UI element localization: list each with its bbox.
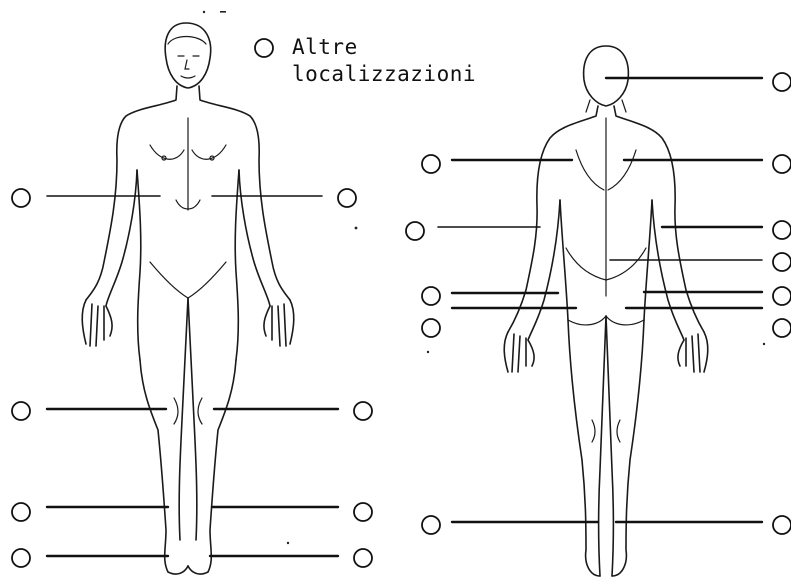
option-front-shin-right[interactable] — [12, 503, 30, 521]
option-back-shoulder-right[interactable] — [773, 155, 791, 173]
option-front-knee-right[interactable] — [12, 402, 30, 420]
option-back-buttock-left[interactable] — [422, 319, 440, 337]
option-back-lumbar[interactable] — [773, 253, 791, 271]
option-back-hip-left[interactable] — [422, 287, 440, 305]
leader-lines — [47, 78, 762, 556]
option-front-chest-right[interactable] — [12, 189, 30, 207]
location-options — [12, 39, 791, 567]
option-front-chest-left[interactable] — [338, 189, 356, 207]
option-other-locations[interactable] — [255, 39, 273, 57]
option-back-elbow-left[interactable] — [406, 222, 424, 240]
option-front-ankle-left[interactable] — [354, 549, 372, 567]
option-front-ankle-right[interactable] — [12, 549, 30, 567]
front-body-figure — [82, 23, 294, 574]
option-back-buttock-right[interactable] — [773, 319, 791, 337]
other-locations-label: Altre localizzazioni — [292, 34, 476, 88]
other-locations-line1: Altre — [292, 35, 358, 59]
option-back-elbow-right[interactable] — [773, 221, 791, 239]
scan-specks — [203, 11, 765, 544]
option-back-shoulder-left[interactable] — [422, 155, 440, 173]
back-body-figure — [504, 46, 708, 576]
option-back-heel-left[interactable] — [422, 516, 440, 534]
option-back-hip-right[interactable] — [773, 287, 791, 305]
other-locations-line2: localizzazioni — [292, 62, 476, 86]
option-front-shin-left[interactable] — [354, 503, 372, 521]
option-back-head[interactable] — [773, 73, 791, 91]
option-back-heel-right[interactable] — [773, 516, 791, 534]
option-front-knee-left[interactable] — [354, 402, 372, 420]
